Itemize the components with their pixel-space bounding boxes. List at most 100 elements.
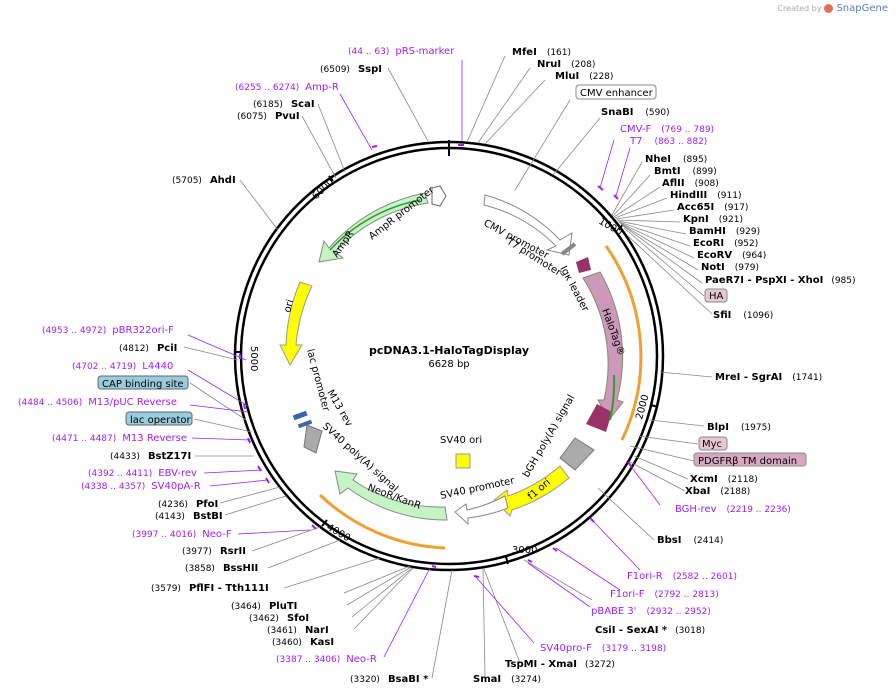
site-bstz17i: (4433)BstZ17I <box>110 451 191 462</box>
connector-sspi <box>387 67 429 142</box>
site-xhoi-pos: (985) <box>831 276 855 286</box>
site-xcmi: XcmI(2118) <box>690 474 758 485</box>
t7-promoter-mark <box>560 242 577 256</box>
site-ecorv: EcoRV (964) <box>697 250 766 261</box>
connector-smai <box>482 568 486 679</box>
connector-l4440 <box>187 369 249 407</box>
primer-neo-f: (3997 .. 4016)Neo-F <box>132 529 232 540</box>
site-pvui-pos: (6075) <box>237 112 267 122</box>
ha-box <box>704 288 728 303</box>
primer-neo-f-name: Neo-F <box>202 529 232 540</box>
primer-pbabe-range: (2932 .. 2952) <box>647 607 711 617</box>
lac-operator-box <box>125 411 193 426</box>
mark-pbabe <box>527 559 533 563</box>
site-mfei-name: MfeI <box>512 47 537 58</box>
mark-t7 <box>613 194 619 200</box>
site-sgrai-pos: (1741) <box>792 373 822 383</box>
primer-prs-range: (44 .. 63) <box>348 47 389 57</box>
site-hindiii-name: HindIII <box>670 190 707 201</box>
connector-nhei <box>611 161 643 216</box>
connector-noti <box>620 223 699 271</box>
neo-kanr-arrow <box>334 470 448 521</box>
site-bsabi-name: BsaBI * <box>388 674 429 685</box>
site-tth111i-pos: (3579) <box>151 584 181 594</box>
site-aflii-pos: (908) <box>695 179 719 189</box>
site-kasi-name: KasI <box>310 637 334 648</box>
primer-prs-marker: (44 .. 63) pRS-marker <box>348 46 455 57</box>
connector-pfoi <box>219 486 281 504</box>
mark-bgh-rev <box>627 461 632 467</box>
connector-bgh-rev <box>629 464 661 506</box>
site-sfoi: (3462)SfoI <box>249 613 309 624</box>
site-blpi-pos: (1975) <box>741 423 771 433</box>
site-bamhi-name: BamHI <box>689 226 726 237</box>
primer-m13puc-range: (4484 .. 4506) <box>18 398 82 408</box>
primer-amp-r-name: Amp-R <box>305 82 339 93</box>
connector-bmti <box>612 174 651 217</box>
connector-lac-op <box>193 418 253 433</box>
site-pcii: (4812)PciI <box>119 343 177 354</box>
site-rsrii-pos: (3977) <box>182 547 212 557</box>
tick-3000-mark <box>505 556 509 565</box>
connector-bbsi <box>597 487 655 541</box>
site-aflii: AflII(908) <box>662 178 719 189</box>
cmv-enhancer-box <box>575 84 657 100</box>
primer-f1ori-r-name: F1ori-R <box>627 571 663 582</box>
sv40-ori-label: SV40 ori <box>440 435 482 446</box>
site-pluti: (3464)PluTI <box>231 601 297 612</box>
tick-3000-label: 3000 <box>512 545 537 556</box>
site-pfoi-pos: (4236) <box>158 500 188 510</box>
tick-2000-mark <box>650 404 659 408</box>
primer-bgh-rev-range: (2219 .. 2236) <box>727 505 791 515</box>
connector-xbai <box>629 461 686 492</box>
sv40-pa-box <box>303 424 323 454</box>
site-sfoi-name: SfoI <box>287 613 309 624</box>
connector-scai <box>317 103 346 173</box>
primer-bgh-rev-name: BGH-rev <box>675 504 717 515</box>
mark-sv40pa-r <box>265 477 270 484</box>
boxed-labels: CMV enhancer HA Myc PDGFRβ TM domain CAP… <box>97 84 807 467</box>
sv40-promoter-arrow <box>454 495 509 526</box>
site-ahdi-name: AhdI <box>210 175 236 186</box>
site-acc65i: Acc65I(917) <box>677 202 748 213</box>
site-csii-name: CsiI - SexAI * <box>595 625 668 636</box>
site-blpi-name: BlpI <box>707 422 729 433</box>
connector-ahdi <box>239 179 279 231</box>
site-pluti-name: PluTI <box>269 601 297 612</box>
site-bstbi-name: BstBI <box>193 511 223 522</box>
primer-pbr322-name: pBR322ori-F <box>112 325 174 336</box>
site-bamhi-pos: (929) <box>736 227 760 237</box>
site-connectors <box>183 55 713 679</box>
pdgfr-tm-arrow <box>586 404 612 432</box>
primer-f1ori-r-range: (2582 .. 2601) <box>673 572 737 582</box>
primer-prs-name: pRS-marker <box>395 46 455 57</box>
site-nrui-name: NruI <box>537 59 561 70</box>
myc-box <box>698 436 728 451</box>
site-ecori-pos: (952) <box>734 239 758 249</box>
site-blpi: BlpI (1975) <box>707 422 771 433</box>
site-xcmi-pos: (2118) <box>728 475 758 485</box>
primer-sv40pro-name: SV40pro-F <box>540 643 592 654</box>
site-nhei-pos: (895) <box>683 155 707 165</box>
site-ecorv-pos: (964) <box>742 251 766 261</box>
site-scai-pos: (6185) <box>253 100 283 110</box>
site-ecorv-name: EcoRV <box>697 250 732 261</box>
connector-myc <box>637 435 699 445</box>
mark-neo-f <box>311 524 317 530</box>
primer-neo-r-range: (3387 .. 3406) <box>276 655 340 665</box>
site-noti-name: NotI <box>701 262 725 273</box>
site-snabi-pos: (590) <box>645 108 669 118</box>
site-bbsi-pos: (2414) <box>693 536 723 546</box>
site-rsrii-name: RsrII <box>220 546 246 557</box>
sv40-ori-box <box>455 453 471 469</box>
primer-f1ori-f-range: (2792 .. 2813) <box>654 590 718 600</box>
snapgene-logo-icon <box>824 4 834 13</box>
site-bamhi: BamHI (929) <box>689 226 760 237</box>
cmv-promoter-arrow <box>483 194 573 256</box>
lac-op-mark <box>297 419 313 429</box>
orange-arc-insert <box>604 245 643 441</box>
connector-xcmi <box>633 455 689 480</box>
m13rev-mark <box>292 410 308 421</box>
mark-m13rev <box>247 437 251 444</box>
cap-box <box>97 375 189 390</box>
